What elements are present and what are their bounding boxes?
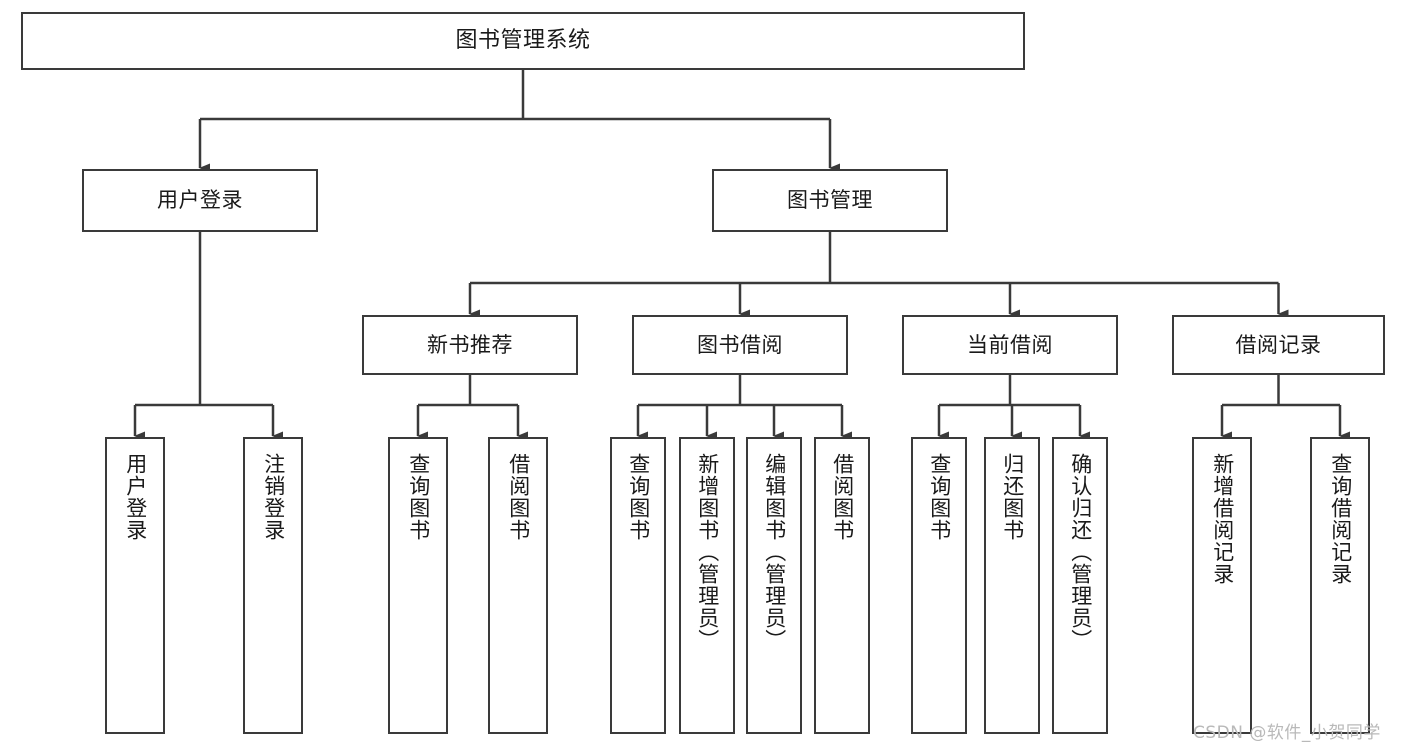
node-label: 查询借阅记录 bbox=[1328, 453, 1353, 585]
node-leaf-newbook-query[interactable]: 查询图书 bbox=[388, 437, 448, 734]
node-leaf-current-return[interactable]: 归还图书 bbox=[984, 437, 1040, 734]
node-label: 图书借阅 bbox=[697, 332, 783, 357]
node-label: 新书推荐 bbox=[427, 332, 513, 357]
node-leaf-current-confirm-admin[interactable]: 确认归还（管理员） bbox=[1052, 437, 1108, 734]
node-root-system[interactable]: 图书管理系统 bbox=[21, 12, 1025, 70]
node-label: 确认归还（管理员） bbox=[1068, 453, 1093, 651]
node-borrow-record[interactable]: 借阅记录 bbox=[1172, 315, 1385, 375]
node-label: 归还图书 bbox=[1000, 453, 1025, 541]
node-label: 图书管理系统 bbox=[455, 28, 591, 54]
node-label: 图书管理 bbox=[787, 188, 873, 213]
node-label: 当前借阅 bbox=[967, 332, 1053, 357]
node-label: 用户登录 bbox=[157, 188, 243, 213]
node-book-borrow[interactable]: 图书借阅 bbox=[632, 315, 848, 375]
node-label: 用户登录 bbox=[123, 453, 148, 541]
node-leaf-book-edit-admin[interactable]: 编辑图书（管理员） bbox=[746, 437, 802, 734]
node-leaf-current-query[interactable]: 查询图书 bbox=[911, 437, 967, 734]
node-label: 查询图书 bbox=[626, 453, 651, 541]
node-leaf-book-borrow[interactable]: 借阅图书 bbox=[814, 437, 870, 734]
node-label: 新增借阅记录 bbox=[1210, 453, 1235, 585]
node-label: 查询图书 bbox=[406, 453, 431, 541]
node-leaf-newbook-borrow[interactable]: 借阅图书 bbox=[488, 437, 548, 734]
node-label: 借阅图书 bbox=[506, 453, 531, 541]
node-label: 新增图书（管理员） bbox=[695, 453, 720, 651]
node-leaf-book-query[interactable]: 查询图书 bbox=[610, 437, 666, 734]
node-current-borrow[interactable]: 当前借阅 bbox=[902, 315, 1118, 375]
node-leaf-book-add-admin[interactable]: 新增图书（管理员） bbox=[679, 437, 735, 734]
node-label: 借阅记录 bbox=[1235, 332, 1322, 357]
node-leaf-user-login[interactable]: 用户登录 bbox=[105, 437, 165, 734]
csdn-watermark: CSDN @软件_小贺同学 bbox=[1193, 723, 1381, 743]
node-new-book-recommend[interactable]: 新书推荐 bbox=[362, 315, 578, 375]
node-label: 借阅图书 bbox=[830, 453, 855, 541]
node-leaf-user-logout[interactable]: 注销登录 bbox=[243, 437, 303, 734]
node-label: 查询图书 bbox=[927, 453, 952, 541]
node-book-management[interactable]: 图书管理 bbox=[712, 169, 948, 232]
node-leaf-record-add[interactable]: 新增借阅记录 bbox=[1192, 437, 1252, 734]
node-label: 注销登录 bbox=[261, 453, 286, 541]
node-label: 编辑图书（管理员） bbox=[762, 453, 787, 651]
node-leaf-record-query[interactable]: 查询借阅记录 bbox=[1310, 437, 1370, 734]
node-user-login[interactable]: 用户登录 bbox=[82, 169, 318, 232]
